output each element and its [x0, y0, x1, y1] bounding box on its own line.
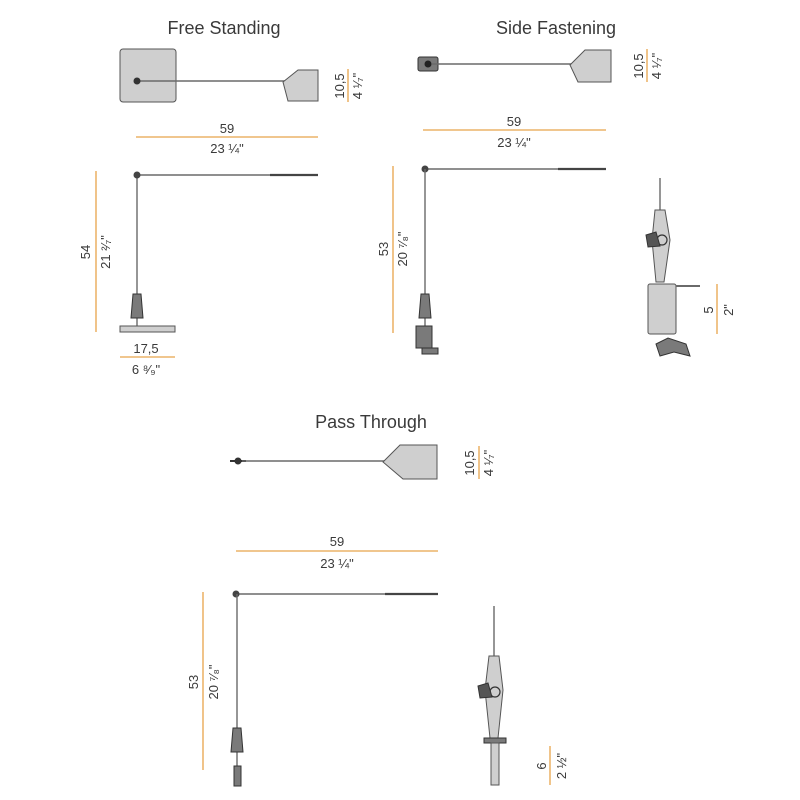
top-height-cm: 10,5 — [332, 73, 347, 98]
clamp-in: 2" — [721, 304, 736, 316]
pass-through-pin-detail — [477, 606, 507, 786]
height-in: 20 ⁷⁄₈" — [206, 664, 221, 699]
top-height-in: 4 ¹⁄₇" — [481, 449, 496, 476]
pin — [233, 765, 242, 787]
height-cm: 54 — [78, 245, 93, 259]
base-plate — [119, 48, 177, 103]
top-height-in: 4 ¹⁄₇" — [649, 52, 664, 79]
clamp-body — [647, 283, 677, 335]
height-cm: 53 — [376, 242, 391, 256]
top-height-in: 4 ¹⁄₇" — [350, 72, 365, 99]
height-cm: 53 — [186, 675, 201, 689]
lamp-head — [382, 444, 438, 480]
pivot — [424, 60, 432, 68]
side-fastening-side-view — [415, 165, 606, 355]
width-in: 23 ¼" — [210, 141, 244, 156]
pass-through-section: Pass Through 10,5 4 ¹⁄₇" 59 23 ¼" 53 20 … — [186, 412, 569, 787]
clamp-knob — [421, 347, 439, 355]
pin-in: 2 ½" — [554, 752, 569, 779]
pin-cm: 6 — [534, 762, 549, 769]
pass-through-side-view — [230, 590, 438, 787]
top-joint — [232, 590, 240, 598]
lamp-head — [569, 49, 612, 83]
knee-joint — [418, 293, 432, 319]
knee-joint — [230, 727, 244, 753]
top-height-cm: 10,5 — [462, 450, 477, 475]
height-in: 20 ⁷⁄₈" — [395, 231, 410, 266]
side-fastening-section: Side Fastening 10,5 4 ¹⁄₇" 59 23 ¼" 53 2… — [376, 18, 736, 357]
knee-joint — [130, 293, 144, 319]
pivot — [133, 77, 141, 85]
side-fastening-clamp-detail — [645, 178, 700, 357]
collar — [483, 737, 507, 744]
joint-lever — [477, 682, 493, 699]
side-fastening-top-view — [417, 49, 612, 83]
top-height-cm: 10,5 — [631, 53, 646, 78]
base-cm: 17,5 — [133, 341, 158, 356]
lamp-head — [282, 69, 319, 102]
height-in: 21 ²⁄₇" — [98, 235, 113, 269]
top-joint — [133, 171, 141, 179]
width-in: 23 ¼" — [497, 135, 531, 150]
clamp-cm: 5 — [701, 306, 716, 313]
base-in: 6 ⁸⁄₉" — [132, 362, 161, 377]
clamp — [415, 325, 433, 349]
joint-lever — [645, 231, 661, 248]
free-standing-title: Free Standing — [167, 18, 280, 38]
width-in: 23 ¼" — [320, 556, 354, 571]
free-standing-side-view — [119, 171, 318, 333]
base — [119, 325, 176, 333]
free-standing-section: Free Standing 10,5 4 ¹⁄₇" 59 23 ¼" 54 21… — [78, 18, 365, 377]
side-fastening-title: Side Fastening — [496, 18, 616, 38]
width-cm: 59 — [330, 534, 344, 549]
pivot — [234, 457, 242, 465]
clamp-knob — [655, 337, 691, 357]
width-cm: 59 — [220, 121, 234, 136]
pin — [490, 742, 500, 786]
width-cm: 59 — [507, 114, 521, 129]
free-standing-top-view — [119, 48, 319, 103]
pass-through-title: Pass Through — [315, 412, 427, 432]
pass-through-top-view — [230, 444, 438, 480]
